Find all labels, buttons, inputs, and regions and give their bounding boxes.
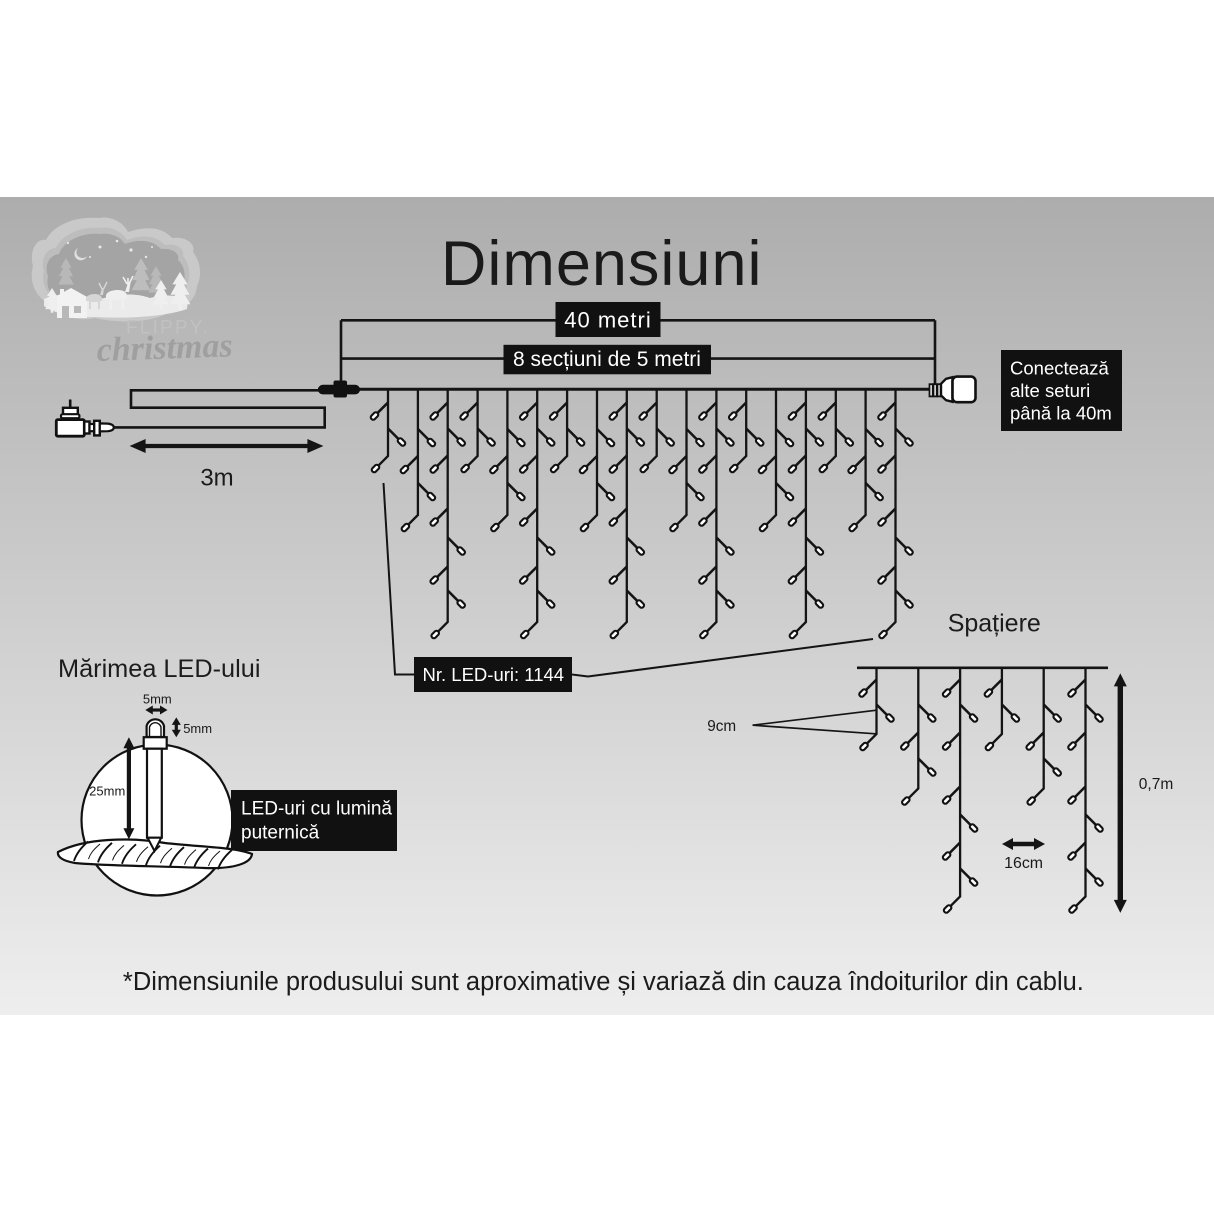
svg-text:25mm: 25mm [89, 783, 125, 798]
svg-text:LED-uri cu lumină: LED-uri cu lumină [241, 799, 392, 820]
svg-text:Nr. LED-uri: 1144: Nr. LED-uri: 1144 [423, 664, 565, 685]
svg-text:alte seturi: alte seturi [1010, 380, 1090, 401]
svg-text:9cm: 9cm [707, 718, 736, 735]
svg-text:40 metri: 40 metri [564, 308, 651, 333]
svg-text:5mm: 5mm [143, 692, 172, 707]
svg-text:3m: 3m [200, 465, 233, 492]
svg-text:Mărimea LED-ului: Mărimea LED-ului [58, 655, 260, 683]
svg-text:FLIPPY.: FLIPPY. [126, 318, 210, 339]
svg-text:Conectează: Conectează [1010, 358, 1109, 379]
svg-text:0,7m: 0,7m [1139, 776, 1173, 793]
svg-text:16cm: 16cm [1004, 855, 1043, 872]
svg-text:5mm: 5mm [183, 721, 212, 736]
svg-text:până la 40m: până la 40m [1010, 403, 1112, 424]
svg-text:christmas: christmas [96, 327, 233, 369]
svg-text:Spațiere: Spațiere [948, 609, 1041, 637]
svg-text:8 secțiuni de 5 metri: 8 secțiuni de 5 metri [513, 348, 701, 371]
svg-text:puternică: puternică [241, 823, 320, 844]
svg-text:Dimensiuni: Dimensiuni [441, 229, 763, 299]
svg-text:*Dimensiunile produsului sunt: *Dimensiunile produsului sunt aproximati… [123, 968, 1084, 996]
